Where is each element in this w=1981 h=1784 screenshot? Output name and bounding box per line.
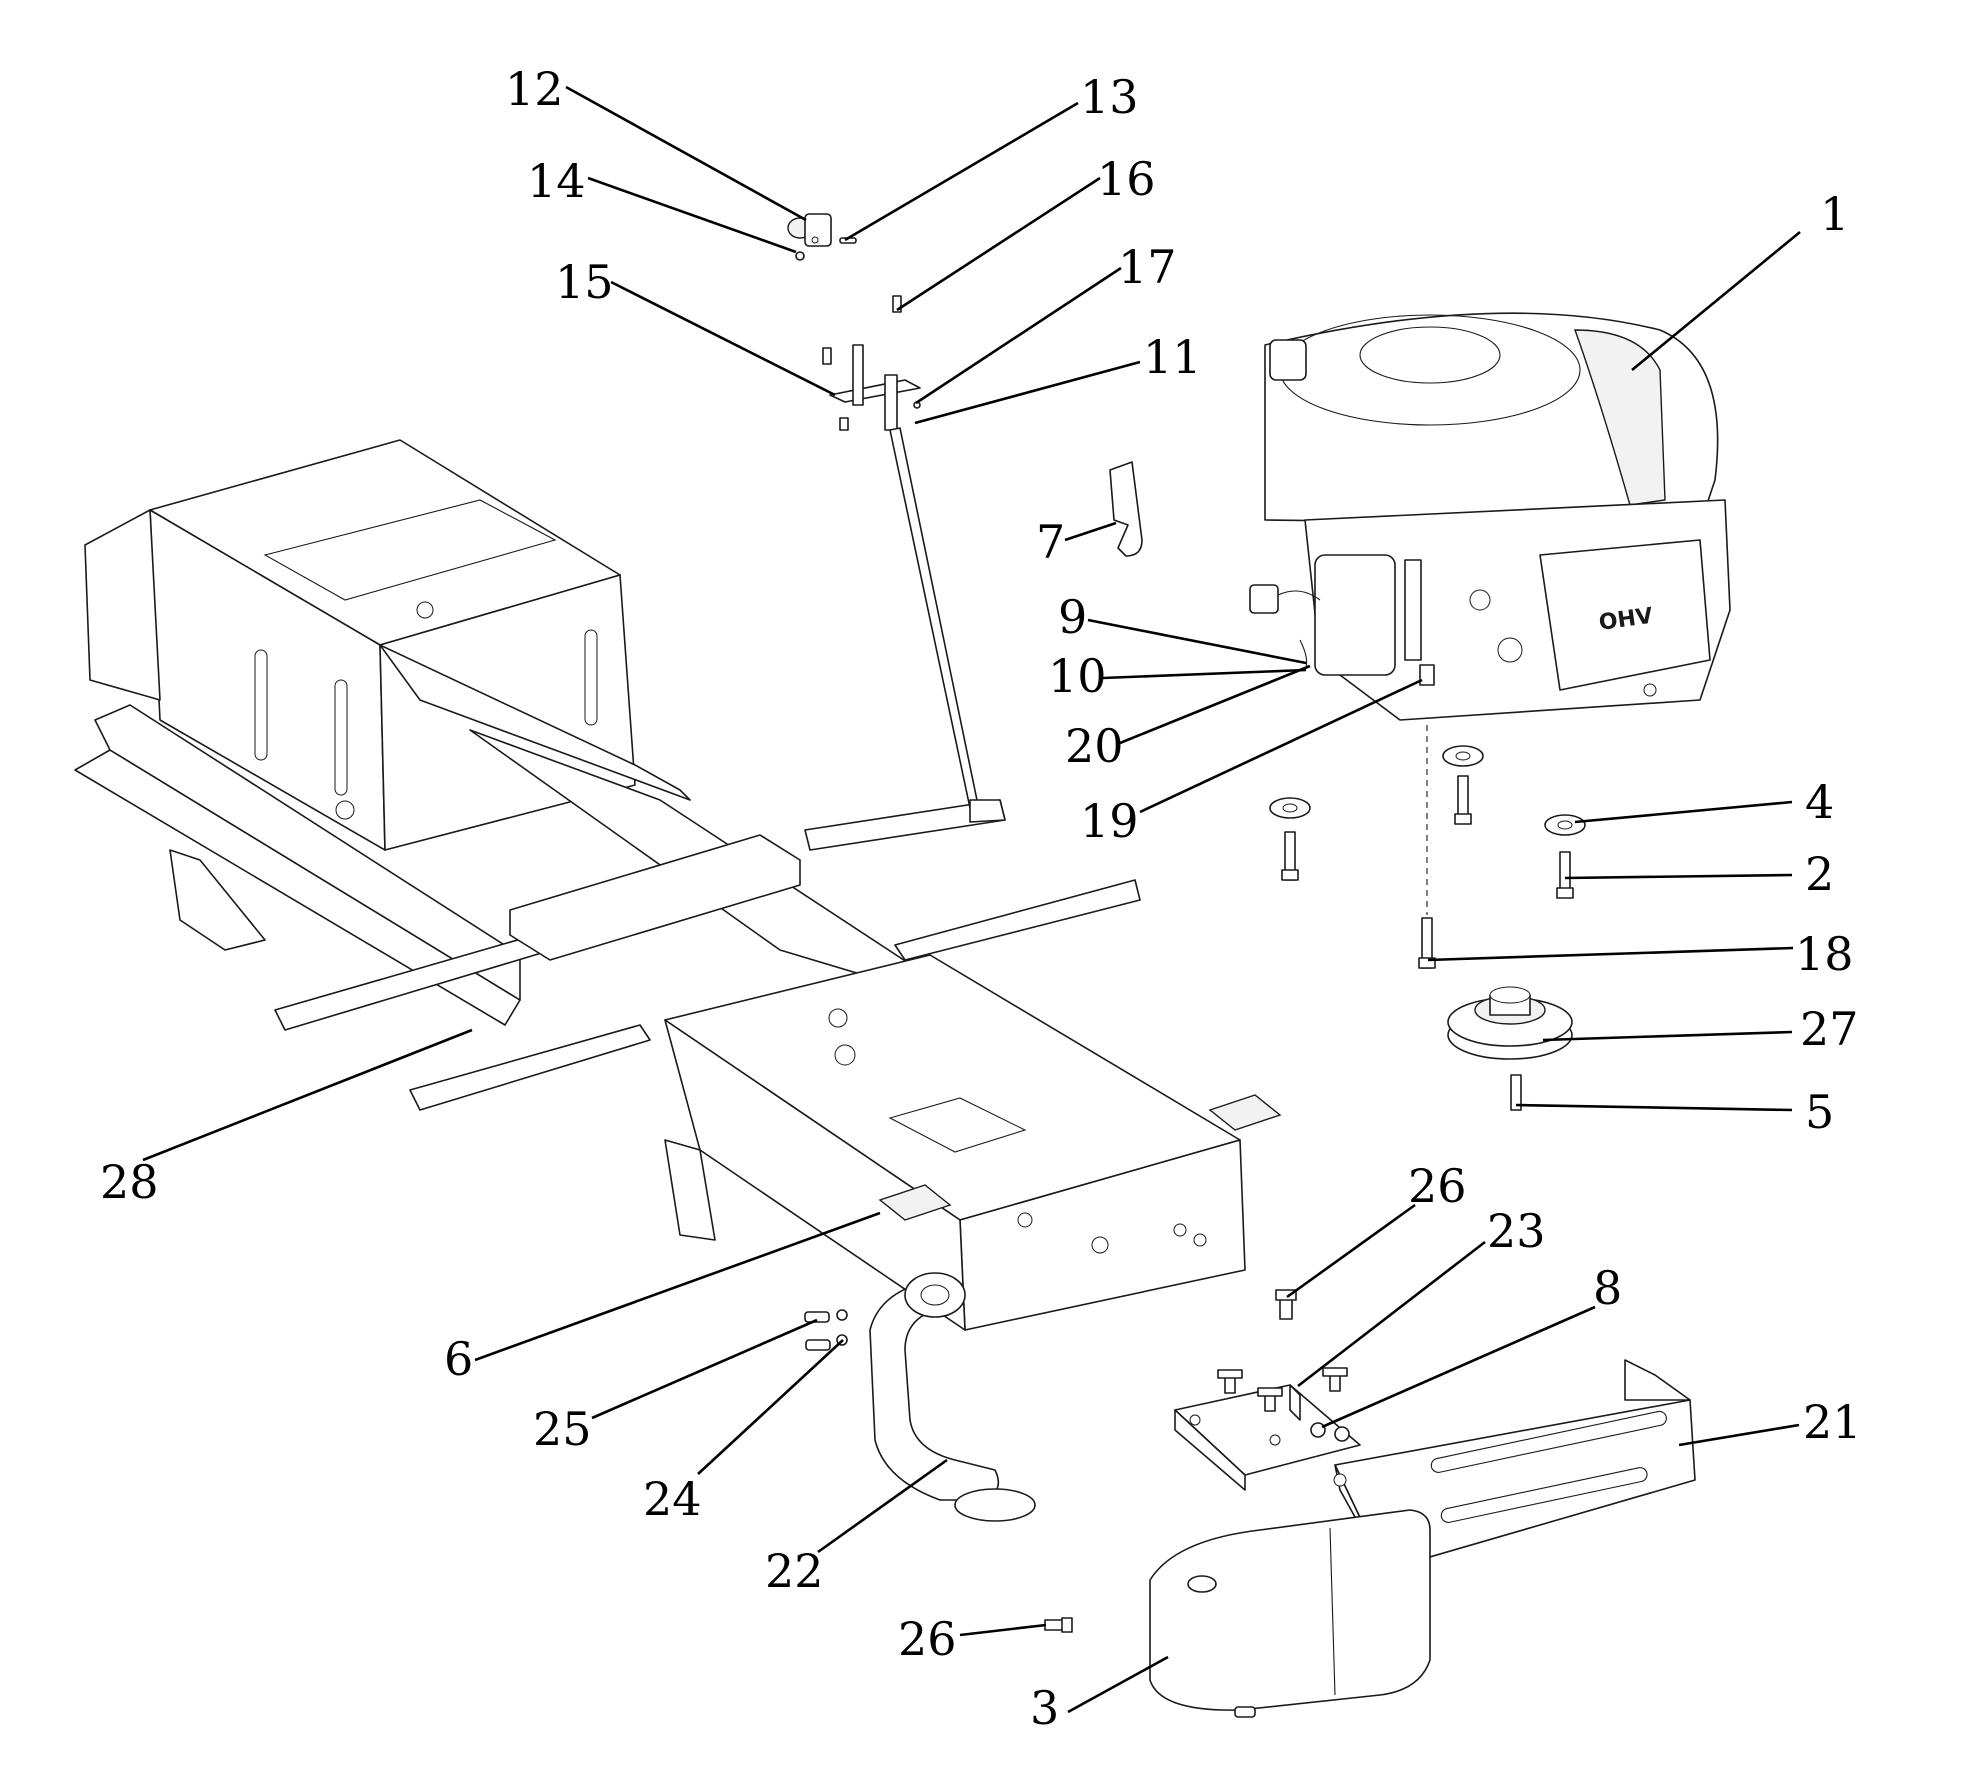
leader-25 — [591, 1318, 818, 1420]
leader-3 — [1067, 1655, 1169, 1714]
callout-3: 3 — [1030, 1681, 1059, 1735]
callout-25: 25 — [533, 1402, 592, 1456]
callout-1: 1 — [1820, 187, 1849, 241]
leader-17 — [915, 266, 1122, 405]
callout-27: 27 — [1800, 1002, 1859, 1056]
leader-23 — [1297, 1240, 1486, 1388]
callout-19: 19 — [1080, 794, 1139, 848]
leader-11 — [914, 360, 1141, 425]
callout-8: 8 — [1593, 1261, 1622, 1315]
callout-26a: 26 — [1408, 1159, 1467, 1213]
leader-19 — [1139, 678, 1423, 814]
callout-11: 11 — [1143, 330, 1202, 384]
callout-4: 4 — [1805, 775, 1834, 829]
callout-21: 21 — [1803, 1395, 1862, 1449]
callout-14: 14 — [527, 154, 586, 208]
leader-26a — [1286, 1203, 1416, 1299]
key — [1510, 1074, 1522, 1111]
callout-16: 16 — [1097, 152, 1156, 206]
muffler — [1149, 1509, 1431, 1718]
callout-22: 22 — [765, 1544, 824, 1598]
leader-16 — [896, 176, 1101, 312]
frame-assembly — [74, 439, 1282, 1331]
leader-8 — [1321, 1305, 1596, 1429]
leader-13 — [844, 101, 1079, 242]
leader-lines — [142, 85, 1801, 1714]
leader-15 — [610, 280, 836, 397]
engine-fasteners — [1269, 725, 1586, 969]
leader-22 — [817, 1458, 948, 1554]
leader-18 — [1427, 946, 1794, 962]
callout-13: 13 — [1080, 70, 1139, 124]
leader-1 — [1631, 230, 1801, 372]
leader-20 — [1119, 664, 1311, 745]
leader-14 — [587, 176, 797, 254]
callout-20: 20 — [1065, 719, 1124, 773]
callout-18: 18 — [1795, 927, 1854, 981]
mounting-bracket — [1174, 1367, 1361, 1491]
leader-2 — [1564, 873, 1793, 880]
callout-2: 2 — [1805, 847, 1834, 901]
leader-7 — [1064, 521, 1117, 542]
bolt-26 — [1044, 1289, 1297, 1633]
callout-17: 17 — [1118, 240, 1177, 294]
pulley — [1447, 986, 1573, 1060]
leader-4 — [1574, 800, 1793, 824]
callout-23: 23 — [1487, 1204, 1546, 1258]
leader-21 — [1678, 1423, 1800, 1447]
leader-10 — [1102, 668, 1307, 680]
callout-10: 10 — [1048, 649, 1107, 703]
leader-26b — [959, 1623, 1047, 1637]
exhaust-pipe — [869, 1272, 1036, 1522]
callout-labels: 1 2 3 4 5 6 7 8 9 10 11 12 13 14 15 16 1… — [100, 62, 1862, 1735]
clip — [1109, 461, 1143, 557]
callout-24: 24 — [643, 1472, 702, 1526]
callout-12: 12 — [505, 62, 564, 116]
leader-24 — [697, 1339, 844, 1475]
leader-12 — [565, 85, 807, 222]
callout-15: 15 — [555, 255, 614, 309]
leader-27 — [1542, 1030, 1793, 1042]
screws-24-25 — [804, 1309, 848, 1351]
callout-6: 6 — [444, 1332, 473, 1386]
leader-9 — [1087, 618, 1307, 665]
engine: OHV — [1249, 312, 1731, 721]
leader-5 — [1515, 1103, 1793, 1112]
callout-9: 9 — [1058, 590, 1087, 644]
callout-28: 28 — [100, 1155, 159, 1209]
callout-26b: 26 — [898, 1612, 957, 1666]
leader-6 — [474, 1211, 881, 1362]
throttle-control — [787, 213, 1006, 823]
callout-5: 5 — [1805, 1085, 1834, 1139]
leader-28 — [142, 1028, 473, 1162]
callout-7: 7 — [1036, 515, 1065, 569]
